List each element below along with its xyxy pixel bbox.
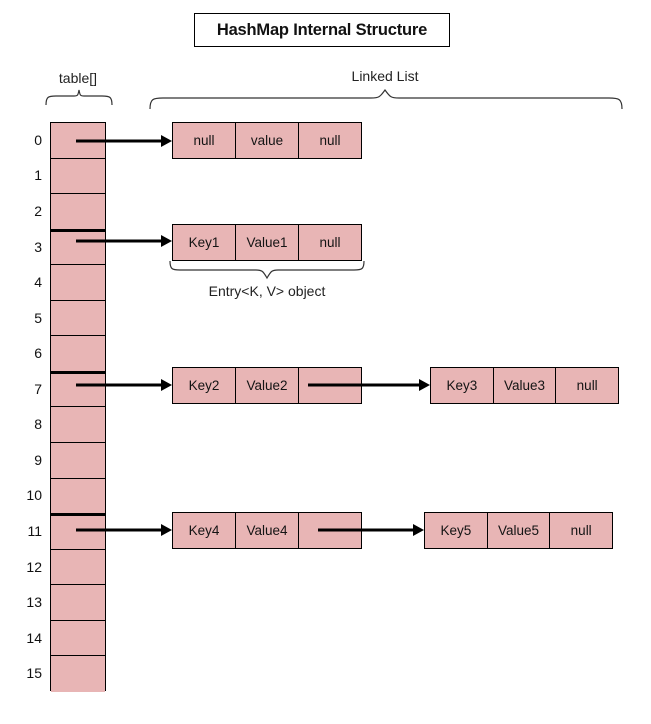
bucket-3-arrow-head: [161, 235, 172, 247]
table-slot-12[interactable]: [51, 549, 105, 586]
table-index-2: 2: [34, 202, 42, 219]
table-index-4: 4: [34, 274, 42, 290]
table-index-6: 6: [34, 345, 42, 362]
table-index-8: 8: [34, 416, 42, 433]
table-index-10: 10: [26, 487, 42, 504]
bucket-7-arrow-head: [161, 379, 172, 391]
table-index-3: 3: [34, 238, 42, 255]
entry-value-cell: Value1: [236, 225, 299, 260]
table-slot-8[interactable]: [51, 407, 105, 444]
table-slot-10[interactable]: [51, 478, 105, 515]
bucket-3-arrow-line: [76, 239, 161, 243]
table-slot-5[interactable]: [51, 300, 105, 337]
entry-value-cell: value: [236, 123, 299, 158]
table-brace: [45, 89, 113, 106]
entry-next-cell: null: [319, 133, 341, 148]
bucket-7-link-arrow-head: [419, 379, 430, 391]
entry-key-cell: Key1: [173, 225, 236, 260]
entry-next-cell: null: [319, 235, 341, 250]
table-slot-14[interactable]: [51, 620, 105, 657]
table-index-13: 13: [26, 594, 42, 611]
entry-next-cell: null: [570, 523, 592, 538]
table-slot-3[interactable]: [51, 229, 105, 266]
table-slot-15[interactable]: [51, 656, 105, 692]
table-slot-11[interactable]: [51, 514, 105, 550]
entry-key-cell: null: [173, 123, 236, 158]
bucket-11-link-arrow-head: [413, 524, 424, 536]
linked-list-brace: [149, 88, 623, 110]
entry-node-11-0[interactable]: Key4 Value4: [172, 512, 362, 549]
table-index-15: 15: [26, 665, 42, 682]
table-slot-1[interactable]: [51, 158, 105, 195]
entry-key-cell: Key3: [431, 368, 494, 403]
bucket-0-arrow-line: [76, 139, 161, 143]
entry-brace: [169, 260, 365, 280]
entry-node-0-0[interactable]: null value null: [172, 122, 362, 159]
linked-list-label: Linked List: [351, 68, 419, 84]
table-slot-4[interactable]: [51, 265, 105, 301]
table-index-7: 7: [34, 380, 42, 397]
entry-key-cell: Key4: [173, 513, 236, 548]
table-index-9: 9: [34, 451, 42, 468]
table-index-5: 5: [34, 309, 42, 326]
entry-next-cell: null: [576, 378, 598, 393]
table-index-11: 11: [27, 523, 42, 539]
bucket-11-arrow-head: [161, 524, 172, 536]
bucket-7-arrow-line: [76, 383, 161, 387]
bucket-7-link-arrow-line: [308, 383, 419, 387]
table-slot-9[interactable]: [51, 443, 105, 479]
entry-object-label: Entry<K, V> object: [208, 283, 326, 299]
table-slot-6[interactable]: [51, 336, 105, 372]
entry-value-cell: Value5: [488, 513, 551, 548]
table-slot-2[interactable]: [51, 194, 105, 230]
entry-node-7-1[interactable]: Key3 Value3 null: [430, 367, 619, 404]
hash-table-array: [50, 122, 106, 692]
table-index-0: 0: [34, 131, 42, 148]
page-title: HashMap Internal Structure: [216, 20, 428, 39]
entry-key-cell: Key2: [173, 368, 236, 403]
table-array-label: table[]: [58, 70, 98, 86]
entry-node-11-1[interactable]: Key5 Value5 null: [424, 512, 613, 549]
entry-node-3-0[interactable]: Key1 Value1 null: [172, 224, 362, 261]
bucket-11-link-arrow-line: [318, 528, 413, 532]
table-index-12: 12: [26, 558, 42, 575]
table-slot-13[interactable]: [51, 585, 105, 621]
entry-value-cell: Value3: [494, 368, 557, 403]
table-index-1: 1: [34, 167, 42, 184]
bucket-11-arrow-line: [76, 528, 161, 532]
table-slot-7[interactable]: [51, 371, 105, 408]
table-index-14: 14: [26, 629, 42, 646]
bucket-0-arrow-head: [161, 135, 172, 147]
diagram-title-box: HashMap Internal Structure: [194, 13, 450, 47]
entry-key-cell: Key5: [425, 513, 488, 548]
entry-value-cell: Value4: [236, 513, 299, 548]
entry-value-cell: Value2: [236, 368, 299, 403]
